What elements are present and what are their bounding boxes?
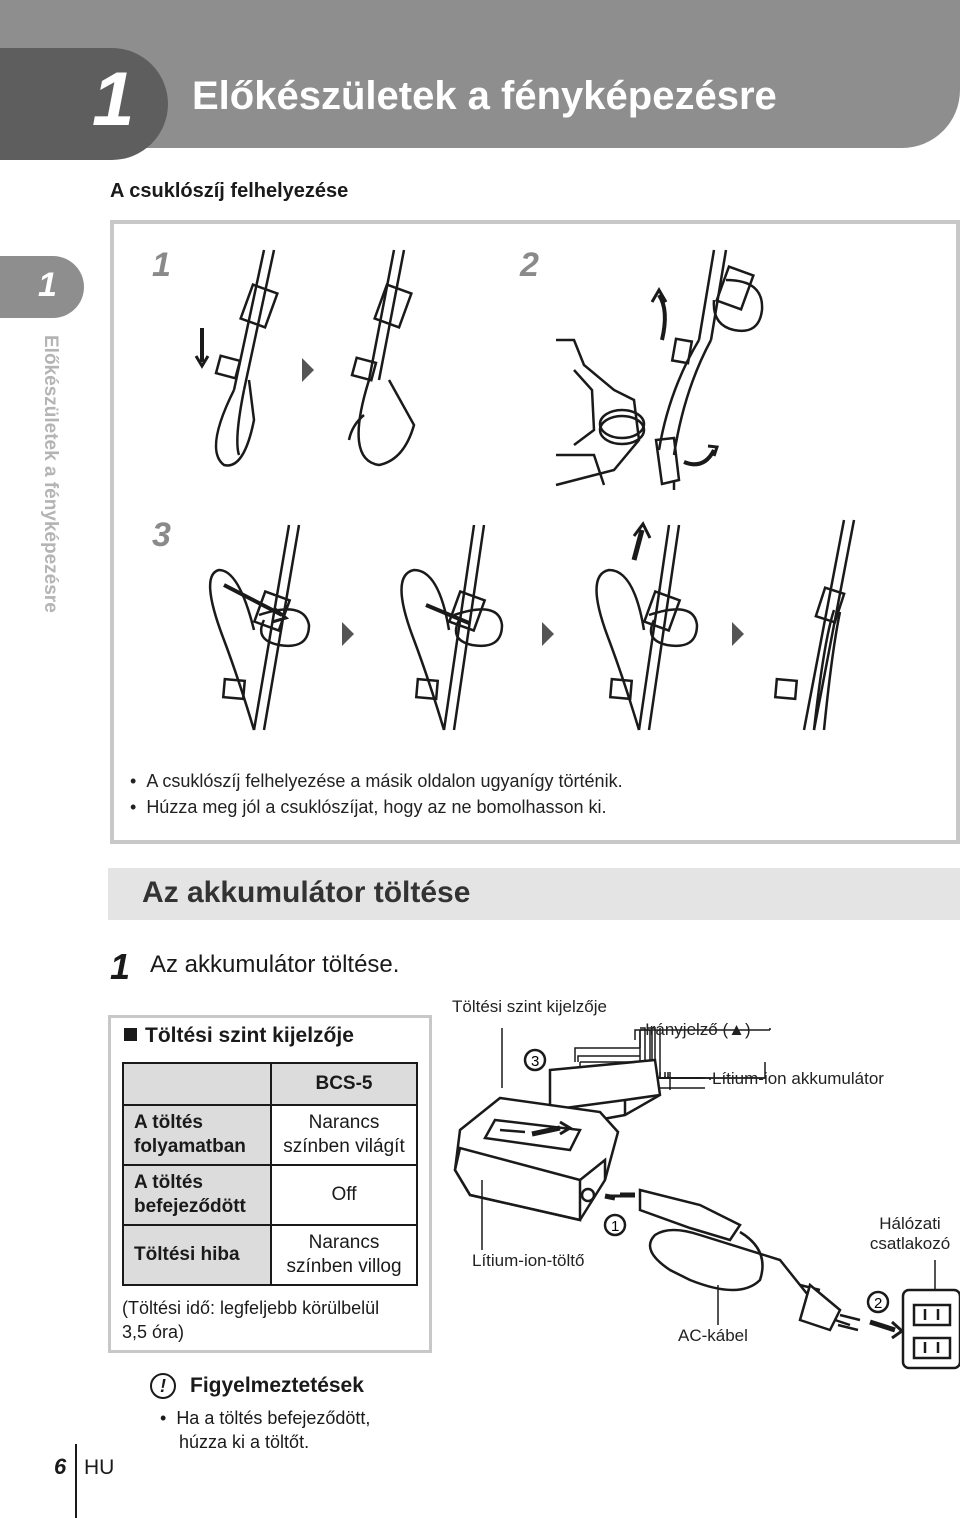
page-number: 6 [54, 1454, 67, 1479]
side-chapter-tab: 1 [0, 256, 84, 318]
strap-heading: A csuklószíj felhelyezése [110, 180, 349, 202]
strap-illustration [194, 249, 856, 731]
cable-label: AC-kábel [678, 1326, 748, 1345]
section-title: Az akkumulátor töltése [142, 876, 471, 909]
footer-divider [75, 1444, 77, 1518]
chapter-number: 1 [92, 57, 135, 142]
square-bullet-icon [124, 1028, 137, 1041]
direction-mark-label: Irányjelző (▲) [645, 1020, 751, 1039]
marker-3: 3 [531, 1053, 539, 1070]
charge-indicator-box [108, 1015, 432, 1353]
charge-table-heading: Töltési szint kijelzője [124, 1024, 354, 1048]
charge-table-heading-text: Töltési szint kijelzője [145, 1024, 354, 1047]
row-label: Töltési hiba [122, 1224, 272, 1286]
strap-instructions-box [110, 220, 960, 844]
language-code: HU [84, 1456, 115, 1479]
warning-icon: ! [150, 1373, 176, 1399]
table-corner-cell [122, 1062, 272, 1106]
charge-indicator-label: Töltési szint kijelzője [452, 997, 607, 1016]
step-1-text: Az akkumulátor töltése. [150, 951, 400, 978]
step-1-number: 1 [110, 946, 131, 987]
strap-bullet-2: • Húzza meg jól a csuklószíjat, hogy az … [130, 797, 607, 817]
marker-2: 2 [874, 1295, 882, 1312]
strap-bullet-1-text: A csuklószíj felhelyezése a másik oldalo… [146, 771, 623, 791]
charger-label: Lítium-ion-töltő [472, 1251, 585, 1270]
strap-step-2-label: 2 [520, 246, 539, 284]
marker-1: 1 [611, 1218, 619, 1235]
side-chapter-number: 1 [38, 266, 57, 304]
section-header: Az akkumulátor töltése [108, 868, 960, 920]
caution-heading: Figyelmeztetések [190, 1374, 364, 1397]
row-value: Off [270, 1164, 418, 1226]
chapter-number-tab: 1 [0, 48, 168, 160]
strap-bullet-1: • A csuklószíj felhelyezése a másik olda… [130, 771, 623, 791]
battery-label: Lítium-ion akkumulátor [712, 1069, 884, 1088]
side-chapter-label: Előkészületek a fényképezésre [40, 335, 61, 613]
caution-bullet: • Ha a töltés befejeződött, húzza ki a t… [160, 1408, 371, 1452]
strap-step-1-label: 1 [152, 246, 171, 284]
table-column-header: BCS-5 [270, 1062, 418, 1106]
chapter-title: Előkészületek a fényképezésre [192, 74, 777, 118]
strap-step-3-label: 3 [152, 516, 171, 554]
strap-bullet-2-text: Húzza meg jól a csuklószíjat, hogy az ne… [146, 797, 607, 817]
charger-illustration: 3 1 2 [453, 1027, 960, 1370]
